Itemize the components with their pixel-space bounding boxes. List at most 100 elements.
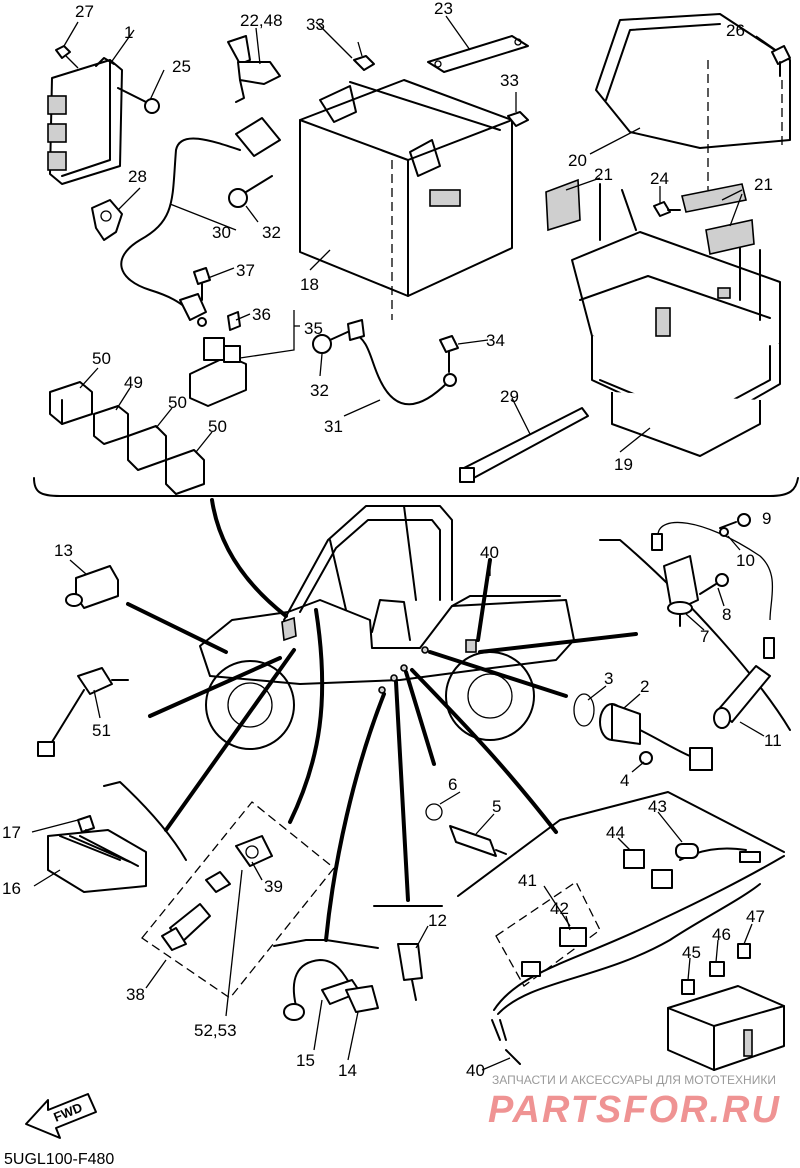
part-bolt-4	[639, 751, 653, 765]
part-connector-50a	[49, 381, 93, 425]
label-38: 38	[126, 985, 145, 1004]
part-washer-6	[425, 803, 443, 821]
label-8: 8	[722, 605, 731, 624]
label-28: 28	[128, 167, 147, 186]
part-sensor-51	[37, 667, 129, 757]
label-24: 24	[650, 169, 669, 188]
part-connector-49	[93, 405, 129, 445]
label-22-48: 22,48	[240, 11, 283, 30]
part-strap-23	[427, 35, 529, 73]
part-nut-33a	[353, 41, 375, 71]
label-34: 34	[486, 331, 505, 350]
part-connector-50b	[127, 425, 167, 471]
label-31: 31	[324, 417, 343, 436]
label-1: 1	[124, 23, 133, 42]
bracket-ignition	[599, 539, 791, 731]
part-connector-50c	[165, 449, 205, 495]
part-fuse-box	[667, 985, 785, 1071]
label-39: 39	[264, 877, 283, 896]
part-bolt-34	[439, 335, 459, 373]
label-32a: 32	[262, 223, 281, 242]
part-pad-21a	[545, 178, 581, 232]
part-cable-30	[120, 117, 281, 321]
part-fuse-47	[737, 943, 751, 959]
label-30: 30	[212, 223, 231, 242]
label-5: 5	[492, 797, 501, 816]
group-41	[495, 881, 601, 987]
label-47: 47	[746, 907, 765, 926]
part-coil-7	[651, 521, 774, 627]
label-3: 3	[604, 669, 613, 688]
label-7: 7	[700, 627, 709, 646]
part-fuse-46	[709, 961, 725, 977]
part-spark-plug-12	[397, 943, 423, 1001]
label-32b: 32	[310, 381, 329, 400]
vehicle-outline	[199, 505, 575, 750]
label-21a: 21	[594, 165, 613, 184]
part-plug-cap-11	[713, 637, 775, 729]
label-37: 37	[236, 261, 255, 280]
label-40a: 40	[480, 543, 499, 562]
label-18: 18	[300, 275, 319, 294]
part-sensor-14	[345, 985, 379, 1013]
label-26: 26	[726, 21, 745, 40]
leaders	[63, 15, 777, 453]
label-21b: 21	[754, 175, 773, 194]
part-battery	[299, 79, 513, 297]
part-sensor-2	[599, 703, 713, 771]
label-52-53: 52,53	[194, 1021, 237, 1040]
part-pad-21b	[681, 183, 755, 255]
label-40b: 40	[466, 1061, 485, 1080]
label-44: 44	[606, 823, 625, 842]
label-33b: 33	[500, 71, 519, 90]
label-4: 4	[620, 771, 629, 790]
watermark-tagline: ЗАПЧАСТИ И АКСЕССУАРЫ ДЛЯ МОТОТЕХНИКИ	[492, 1073, 776, 1087]
part-harness-40	[491, 843, 785, 1041]
label-16: 16	[2, 879, 21, 898]
label-43: 43	[648, 797, 667, 816]
bracket-40	[457, 791, 785, 897]
part-bolt-27	[55, 45, 79, 69]
part-relay-35	[189, 311, 247, 407]
part-bolt-25	[117, 87, 160, 114]
part-o-ring-3	[573, 693, 595, 727]
label-25: 25	[172, 57, 191, 76]
label-9: 9	[762, 509, 771, 528]
part-control-unit	[47, 57, 123, 185]
watermark-brand: PARTSFOR.RU	[488, 1089, 781, 1131]
fwd-arrow-icon: FWD	[25, 1093, 97, 1139]
label-45: 45	[682, 943, 701, 962]
part-relay-44	[623, 849, 673, 889]
part-bolt-8	[699, 573, 729, 595]
connector-lines	[126, 498, 638, 942]
label-51: 51	[92, 721, 111, 740]
label-12: 12	[428, 911, 447, 930]
part-spark-plug-5	[449, 825, 507, 857]
part-cable-31	[347, 319, 457, 406]
label-50c: 50	[208, 417, 227, 436]
part-cover-20	[595, 13, 791, 190]
part-bolt-24	[653, 201, 681, 217]
label-11: 11	[764, 731, 782, 750]
label-42: 42	[550, 899, 569, 918]
part-sensor-39	[235, 835, 273, 867]
diagram-code: 5UGL100-F480	[4, 1151, 114, 1168]
label-50b: 50	[168, 393, 187, 412]
part-washer-10	[719, 527, 729, 537]
leader-52	[225, 869, 243, 1017]
part-nut-52	[205, 871, 231, 893]
label-33a: 33	[306, 15, 325, 34]
label-2: 2	[640, 677, 649, 696]
label-35: 35	[304, 319, 323, 338]
label-13: 13	[54, 541, 73, 560]
part-bolt-32a	[228, 175, 273, 208]
part-nut-33b	[507, 111, 529, 127]
bracket-16	[103, 781, 187, 861]
part-clip-22	[227, 35, 281, 103]
part-clip-28	[91, 199, 123, 241]
part-switch-38	[161, 903, 211, 951]
label-41: 41	[518, 871, 537, 890]
bracket-14	[273, 939, 379, 949]
part-fuse-45	[681, 979, 695, 995]
